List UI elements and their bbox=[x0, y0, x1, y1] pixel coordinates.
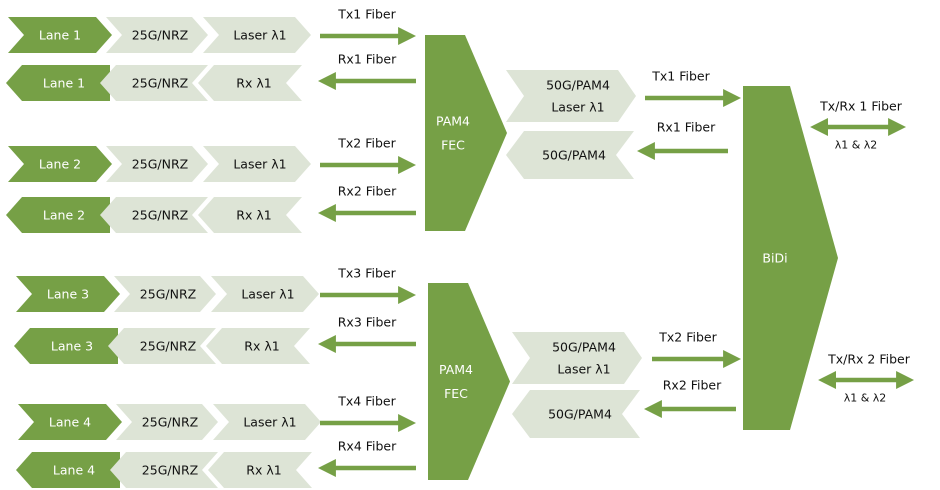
encoding-label: 25G/NRZ bbox=[132, 208, 188, 223]
bidi-rx-fiber-label: Rx1 Fiber bbox=[657, 120, 716, 135]
pam4-tx-label: 50G/PAM4 bbox=[546, 78, 610, 93]
tx-row: Lane 3 25G/NRZ Laser λ1 Tx3 Fiber bbox=[16, 266, 397, 312]
rx-chevron bbox=[206, 328, 310, 364]
pam4-rx-chevron bbox=[506, 131, 634, 179]
lane-chevron bbox=[8, 17, 112, 53]
pam4-rx-label: 50G/PAM4 bbox=[548, 407, 612, 422]
fec-label-line1: PAM4 bbox=[436, 114, 470, 129]
pam4-fec-block bbox=[428, 283, 510, 480]
tx-fiber-label: Tx1 Fiber bbox=[337, 7, 396, 22]
rx-chevron bbox=[198, 197, 302, 233]
encoding-chevron bbox=[100, 197, 208, 233]
lane-chevron bbox=[6, 197, 110, 233]
bidi-block bbox=[743, 86, 838, 430]
encoding-chevron bbox=[106, 17, 208, 53]
encoding-chevron bbox=[108, 328, 216, 364]
pam4-laser-label: Laser λ1 bbox=[557, 362, 610, 377]
rx-row: Lane 1 25G/NRZ Rx λ1 Rx1 Fiber bbox=[6, 52, 397, 101]
fec-label-line2: FEC bbox=[444, 386, 468, 401]
laser-chevron bbox=[203, 146, 311, 182]
laser-label: Laser λ1 bbox=[243, 415, 296, 430]
encoding-label: 25G/NRZ bbox=[132, 157, 188, 172]
bidi-tx-fiber-label: Tx1 Fiber bbox=[651, 69, 710, 84]
lane-chevron bbox=[6, 65, 110, 101]
pam4-tx-chevron bbox=[512, 332, 642, 384]
fec-label-line1: PAM4 bbox=[439, 362, 473, 377]
laser-label: Laser λ1 bbox=[233, 28, 286, 43]
encoding-chevron bbox=[116, 404, 218, 440]
tx-row: Lane 1 25G/NRZ Laser λ1 Tx1 Fiber bbox=[8, 7, 397, 53]
rx-label: Rx λ1 bbox=[236, 76, 271, 91]
tx-fiber-label: Tx3 Fiber bbox=[337, 266, 396, 281]
rx-fiber-label: Rx1 Fiber bbox=[338, 52, 397, 67]
bidi-label: BiDi bbox=[762, 251, 787, 266]
rx-row: Lane 3 25G/NRZ Rx λ1 Rx3 Fiber bbox=[14, 315, 397, 364]
rx-chevron bbox=[198, 65, 302, 101]
rx-label: Rx λ1 bbox=[246, 463, 281, 478]
encoding-label: 25G/NRZ bbox=[142, 415, 198, 430]
lane-label: Lane 3 bbox=[51, 339, 93, 354]
laser-label: Laser λ1 bbox=[241, 287, 294, 302]
pam4-laser-label: Laser λ1 bbox=[551, 100, 604, 115]
bidi-fiber-label: Tx/Rx 2 Fiber bbox=[827, 352, 911, 367]
lane-label: Lane 1 bbox=[43, 76, 85, 91]
encoding-label: 25G/NRZ bbox=[140, 339, 196, 354]
rx-fiber-label: Rx4 Fiber bbox=[338, 439, 397, 454]
lane-label: Lane 2 bbox=[43, 208, 85, 223]
lane-label: Lane 4 bbox=[49, 415, 91, 430]
tx-fiber-label: Tx4 Fiber bbox=[337, 394, 396, 409]
encoding-label: 25G/NRZ bbox=[142, 463, 198, 478]
encoding-label: 25G/NRZ bbox=[140, 287, 196, 302]
wavelength-label: λ1 & λ2 bbox=[844, 392, 887, 405]
encoding-chevron bbox=[100, 65, 208, 101]
encoding-label: 25G/NRZ bbox=[132, 76, 188, 91]
rx-fiber-label: Rx2 Fiber bbox=[338, 184, 397, 199]
laser-chevron bbox=[211, 276, 319, 312]
lane-chevron bbox=[16, 452, 120, 488]
lane-chevron bbox=[14, 328, 118, 364]
lane-chevron bbox=[8, 146, 112, 182]
pam4-rx-chevron bbox=[512, 390, 640, 438]
bidi-fiber-label: Tx/Rx 1 Fiber bbox=[819, 99, 903, 114]
pam4-rx-label: 50G/PAM4 bbox=[542, 148, 606, 163]
pam4-fec-block bbox=[425, 35, 507, 231]
encoding-chevron bbox=[114, 276, 216, 312]
fec-label-line2: FEC bbox=[441, 138, 465, 153]
rx-row: Lane 2 25G/NRZ Rx λ1 Rx2 Fiber bbox=[6, 184, 397, 233]
laser-label: Laser λ1 bbox=[233, 157, 286, 172]
lane-label: Lane 1 bbox=[39, 28, 81, 43]
bidi-tx-fiber-label: Tx2 Fiber bbox=[658, 330, 717, 345]
rx-chevron bbox=[208, 452, 312, 488]
lane-chevron bbox=[16, 276, 120, 312]
rx-row: Lane 4 25G/NRZ Rx λ1 Rx4 Fiber bbox=[16, 439, 397, 488]
encoding-label: 25G/NRZ bbox=[132, 28, 188, 43]
lane-chevron bbox=[18, 404, 122, 440]
encoding-chevron bbox=[106, 146, 208, 182]
pam4-tx-label: 50G/PAM4 bbox=[552, 340, 616, 355]
lane-label: Lane 2 bbox=[39, 157, 81, 172]
rx-fiber-label: Rx3 Fiber bbox=[338, 315, 397, 330]
tx-fiber-label: Tx2 Fiber bbox=[337, 136, 396, 151]
encoding-chevron bbox=[110, 452, 218, 488]
pam4-tx-chevron bbox=[506, 70, 636, 122]
laser-chevron bbox=[203, 17, 311, 53]
lane-label: Lane 3 bbox=[47, 287, 89, 302]
tx-row: Lane 4 25G/NRZ Laser λ1 Tx4 Fiber bbox=[18, 394, 397, 440]
laser-chevron bbox=[213, 404, 321, 440]
rx-label: Rx λ1 bbox=[236, 208, 271, 223]
rx-label: Rx λ1 bbox=[244, 339, 279, 354]
tx-row: Lane 2 25G/NRZ Laser λ1 Tx2 Fiber bbox=[8, 136, 397, 182]
lane-label: Lane 4 bbox=[53, 463, 95, 478]
wavelength-label: λ1 & λ2 bbox=[835, 139, 878, 152]
bidi-rx-fiber-label: Rx2 Fiber bbox=[663, 378, 722, 393]
